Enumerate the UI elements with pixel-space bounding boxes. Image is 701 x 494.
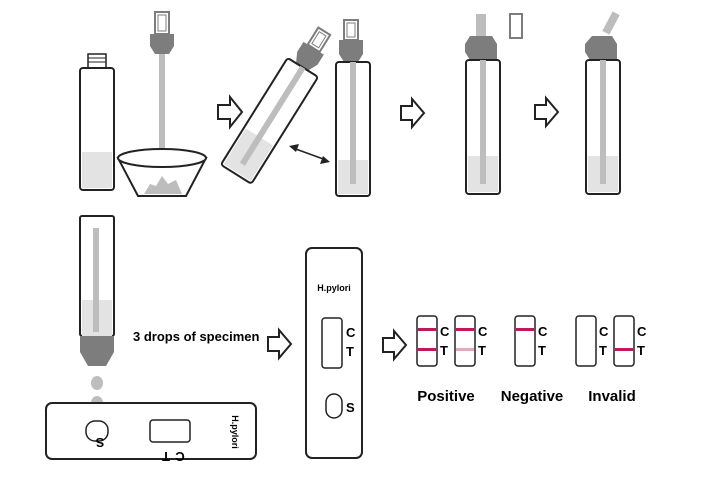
result-invalid-no-lines: C T [575, 315, 609, 367]
cassette-brand-label: H.pylori [230, 415, 240, 449]
control-marker: C [478, 324, 488, 339]
sample-marker: S [346, 400, 355, 415]
test-marker: T [162, 449, 170, 464]
test-marker: T [478, 343, 486, 358]
test-marker: T [538, 343, 546, 358]
horizontal-test-cassette: S C T H.pylori [45, 402, 257, 464]
result-negative: C T [514, 315, 548, 367]
step-1-open-tube [79, 53, 115, 191]
test-marker: T [599, 343, 607, 358]
result-positive-strong: C T [416, 315, 450, 367]
result-window [321, 317, 343, 369]
step-3-closed-tube [465, 13, 523, 195]
drop-icon [91, 376, 103, 390]
step-1-sampling-stick [150, 11, 174, 184]
step-4-break-tip-tube [585, 11, 621, 195]
sample-well [325, 393, 343, 419]
arrow-icon [382, 328, 408, 362]
control-marker: C [538, 324, 548, 339]
test-marker: T [346, 344, 354, 359]
cassette-brand-label: H.pylori [317, 283, 351, 293]
arrow-icon [267, 327, 293, 361]
test-marker: T [637, 343, 645, 358]
control-marker: C [599, 324, 609, 339]
step-2-tilted-tube [220, 26, 332, 184]
invalid-label: Invalid [588, 388, 636, 405]
result-window [149, 419, 191, 443]
collection-cup [116, 148, 208, 197]
arrow-icon [217, 94, 244, 130]
result-positive-faint: C T [454, 315, 488, 367]
result-invalid-test-only: C T [613, 315, 647, 367]
step-2-upright-tube [335, 19, 371, 197]
control-marker: C [175, 449, 185, 464]
control-marker: C [346, 325, 356, 340]
test-marker: T [440, 343, 448, 358]
instruction-text: 3 drops of specimen [133, 329, 259, 344]
control-marker: C [637, 324, 647, 339]
dispensing-tube [79, 215, 115, 430]
sample-well [85, 420, 109, 442]
positive-label: Positive [417, 388, 475, 405]
negative-label: Negative [501, 388, 564, 405]
shake-double-arrow-icon [289, 144, 330, 164]
sample-marker: S [95, 435, 104, 450]
arrow-icon [534, 95, 560, 129]
control-marker: C [440, 324, 450, 339]
vertical-test-cassette: H.pylori C T S [305, 247, 363, 459]
arrow-icon [400, 96, 426, 130]
